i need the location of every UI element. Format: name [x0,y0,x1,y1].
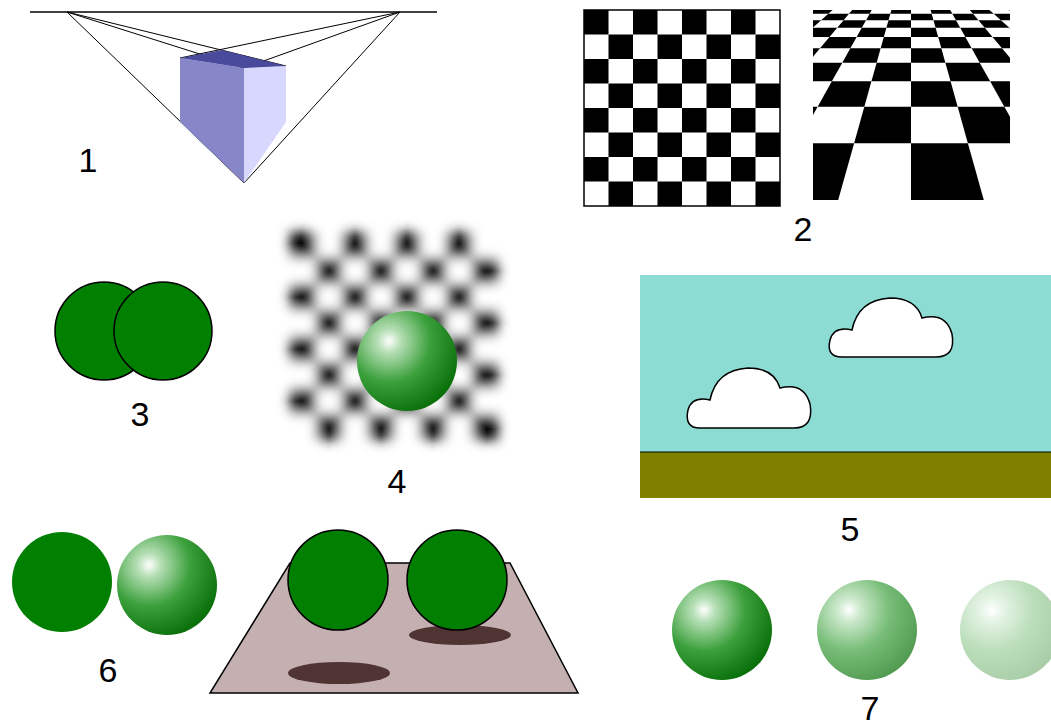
checker-tile [911,143,984,200]
checker-tile [978,20,1009,28]
callout-number: 4 [388,464,407,498]
checker-tile [818,81,872,106]
checker-tile [866,14,890,20]
checker-tile [930,10,952,14]
checker-tile [842,48,880,62]
sky-scene [640,275,1051,498]
callout-number: 2 [794,212,813,246]
shading-shadow [12,530,578,693]
checker-tile [813,63,842,82]
checker-tile [952,14,978,20]
checker-tile [849,10,873,14]
checker-tile [933,20,960,28]
checker-tile [1007,10,1010,14]
callout-number: 6 [99,653,118,687]
checker-tile [994,14,1010,20]
checker-tile [813,28,837,37]
checker-tile [857,28,887,37]
checker-tile [854,107,911,143]
checkerboard-flat [584,10,780,206]
callout-number: 7 [861,691,880,725]
checker-tile [938,37,972,48]
checker-tile [813,143,854,200]
checker-tile [972,48,1010,62]
checker-tile [871,63,911,82]
blurred-background [290,232,498,440]
checker-tile [960,28,992,37]
checker-tile [813,107,818,143]
checker-tile [890,10,911,14]
checker-tile [821,14,849,20]
callout-number: 1 [79,143,98,177]
checker-tile [820,37,857,48]
checker-tile [911,14,933,20]
checker-tile [911,81,958,106]
checkerboard-perspective [813,10,1010,202]
perspective-box [30,12,437,183]
callout-number: 5 [841,512,860,546]
checker-tile [813,48,820,62]
checker-tile [886,20,911,28]
checker-tile [813,20,821,28]
checker-tile [911,28,938,37]
checker-tile [990,81,1010,106]
checker-tile [837,20,866,28]
checker-tile [945,63,990,82]
callout-number: 3 [131,397,150,431]
checker-tile [1009,28,1010,37]
checker-tile [881,37,911,48]
checker-tile [911,48,945,62]
checker-tile [968,10,993,14]
checker-tile [958,107,1010,143]
checker-tile [813,10,834,14]
aerial-perspective [672,580,1051,680]
overlap-circles [55,282,212,380]
checker-tile [992,37,1010,48]
